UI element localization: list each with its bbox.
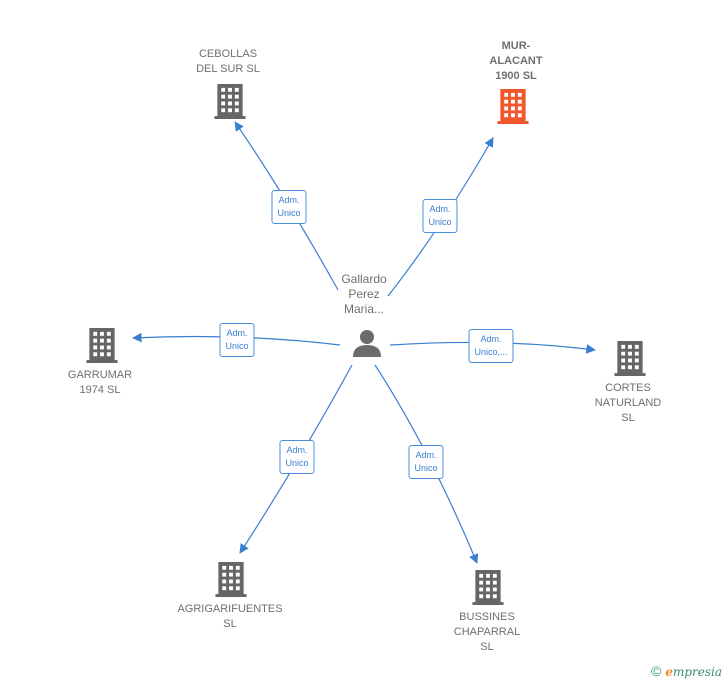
edge-label-cebollas: Adm. Unico <box>271 190 307 224</box>
building-icon-cortes[interactable] <box>614 341 646 376</box>
building-icon-cebollas[interactable] <box>214 84 246 119</box>
brand-logo: empresia <box>665 665 722 679</box>
copyright-icon: © <box>650 663 662 679</box>
edge-label-mur: Adm. Unico <box>422 199 458 233</box>
person-name-label[interactable]: Gallardo Perez Maria... <box>341 272 387 316</box>
edge-label-cortes: Adm. Unico,... <box>468 329 514 363</box>
brand-footer: ©empresia <box>651 663 722 679</box>
edge-label-garrumar: Adm. Unico <box>219 323 255 357</box>
building-icon-mur[interactable] <box>497 89 529 124</box>
edge-label-agrigarifuentes: Adm. Unico <box>279 440 315 474</box>
person-icon[interactable] <box>353 330 381 357</box>
building-icon-agrigarifuentes[interactable] <box>215 562 247 597</box>
company-label-bussines[interactable]: BUSSINES CHAPARRAL SL <box>453 611 521 653</box>
company-label-mur[interactable]: MUR- ALACANT 1900 SL <box>489 40 543 82</box>
company-label-garrumar[interactable]: GARRUMAR 1974 SL <box>67 369 133 396</box>
company-label-cortes[interactable]: CORTES NATURLAND SL <box>594 382 662 424</box>
building-icon-garrumar[interactable] <box>86 328 118 363</box>
company-label-cebollas[interactable]: CEBOLLAS DEL SUR SL <box>196 48 260 75</box>
building-icon-bussines[interactable] <box>472 570 504 605</box>
company-label-agrigarifuentes[interactable]: AGRIGARIFUENTES SL <box>177 603 283 630</box>
edge-label-bussines: Adm. Unico <box>408 445 444 479</box>
